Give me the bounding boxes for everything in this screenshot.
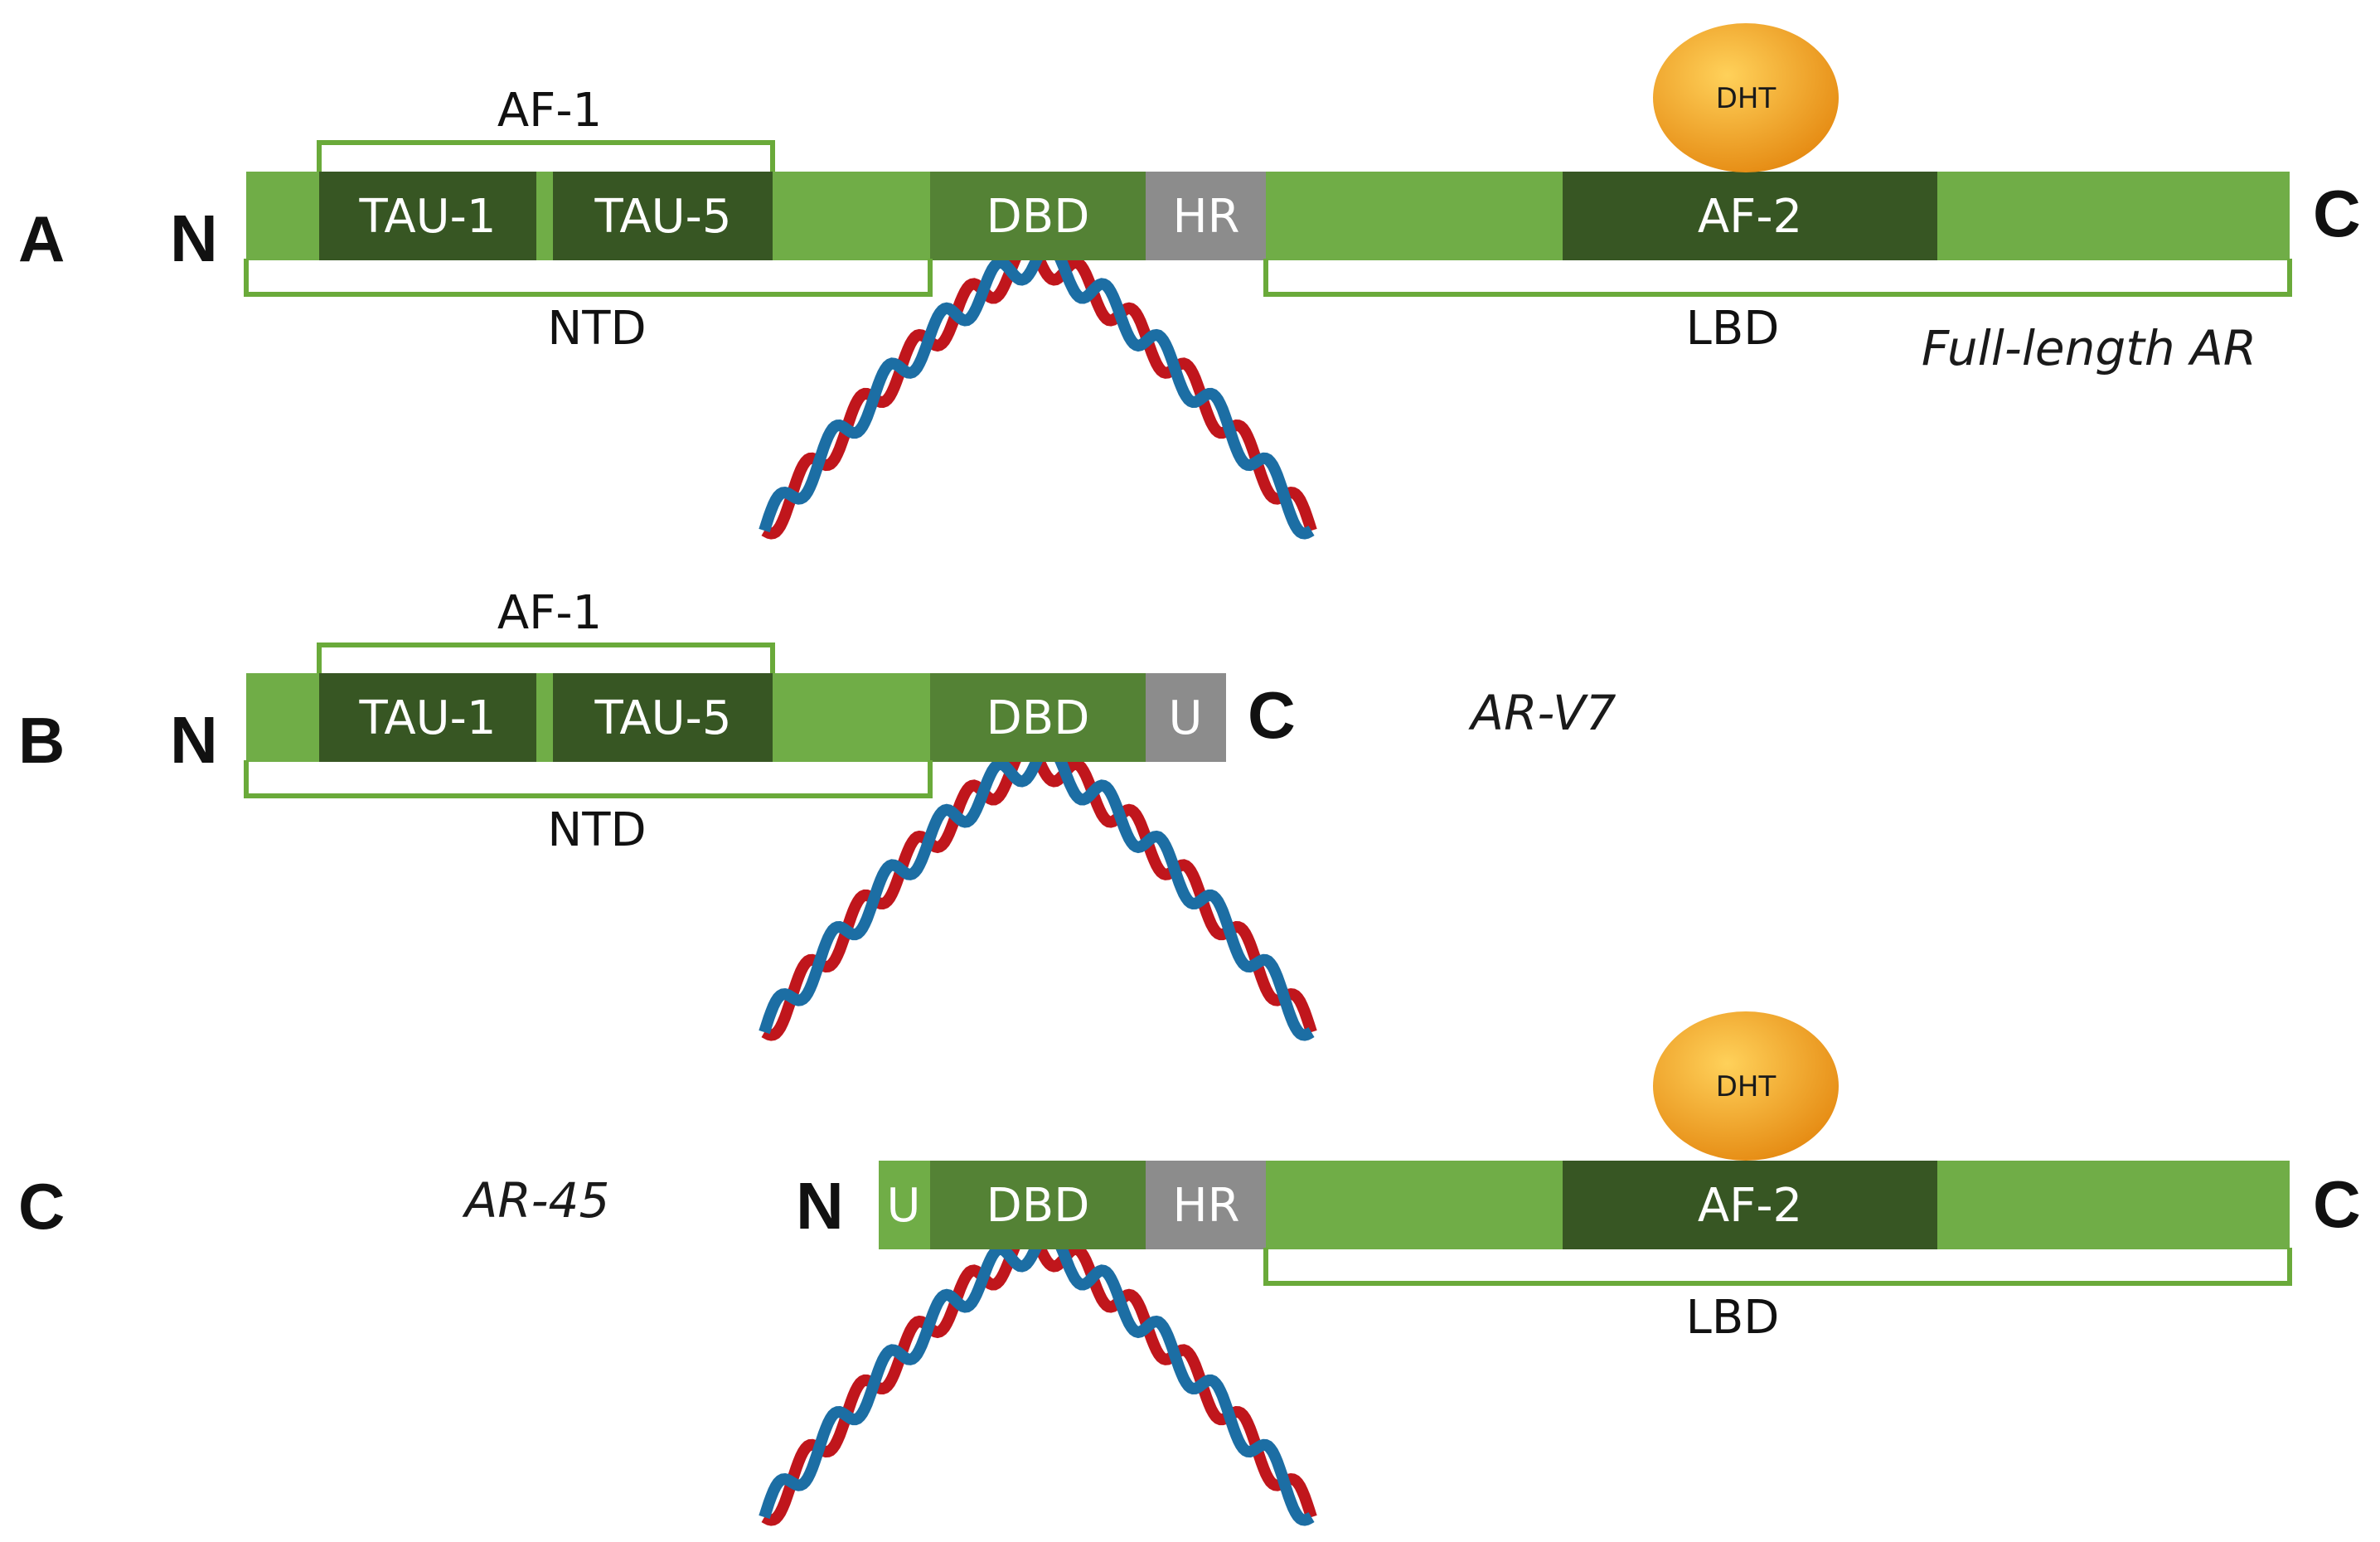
n-terminus-label: N xyxy=(170,703,218,777)
hr-domain xyxy=(1146,172,1266,260)
tau1-label: TAU-1 xyxy=(359,190,497,244)
variant-name: AR-V7 xyxy=(1467,685,1616,741)
dna-helix xyxy=(759,740,1317,1041)
tau5-domain xyxy=(553,172,773,260)
panel-a: A N AF-1 TAU-1 TAU-5 DBD HR AF-2 NTD LBD… xyxy=(18,23,2361,540)
tau5-label: TAU-5 xyxy=(594,691,732,745)
protein-bar xyxy=(246,172,2290,260)
n-terminus-label: N xyxy=(170,201,218,275)
af1-label: AF-1 xyxy=(497,586,602,640)
af1-label: AF-1 xyxy=(497,84,602,138)
panel-letter: C xyxy=(18,1170,65,1243)
tau1-domain xyxy=(319,673,536,762)
ntd-label: NTD xyxy=(547,302,646,356)
af1-bracket xyxy=(317,642,775,676)
ntd-bracket xyxy=(244,760,933,798)
ntd-label: NTD xyxy=(547,803,646,857)
tau5-domain xyxy=(553,673,773,762)
dna-helix xyxy=(759,1225,1317,1526)
dna-helix xyxy=(759,239,1317,540)
dbd-domain xyxy=(930,1161,1146,1249)
panel-letter: A xyxy=(18,202,65,275)
n-terminus-label: N xyxy=(796,1169,844,1243)
u-label: U xyxy=(887,1179,921,1233)
tau5-label: TAU-5 xyxy=(594,190,732,244)
dna-strand-red xyxy=(761,1225,1317,1526)
dht-ligand xyxy=(1653,23,1839,172)
dbd-label: DBD xyxy=(986,190,1090,244)
dht-label: DHT xyxy=(1716,82,1777,115)
dna-strand-blue xyxy=(759,239,1315,540)
panel-b: B N AF-1 TAU-1 TAU-5 DBD U NTD C AR-V7 xyxy=(18,586,1617,1041)
tau1-label: TAU-1 xyxy=(359,691,497,745)
hr-label: HR xyxy=(1172,1179,1239,1233)
lbd-label: LBD xyxy=(1686,302,1780,356)
u-segment xyxy=(1146,673,1226,762)
hr-domain xyxy=(1146,1161,1266,1249)
dht-ligand xyxy=(1653,1011,1839,1161)
variant-name: Full-length AR xyxy=(1922,320,2256,376)
dna-strand-red xyxy=(761,740,1317,1041)
hr-label: HR xyxy=(1172,190,1239,244)
panel-letter: B xyxy=(18,704,65,777)
af1-bracket xyxy=(317,140,775,174)
dna-strand-red xyxy=(761,239,1317,540)
dht-label: DHT xyxy=(1716,1070,1777,1103)
u-label: U xyxy=(1169,691,1203,745)
c-terminus-label: C xyxy=(2313,177,2361,250)
dbd-label: DBD xyxy=(986,1179,1090,1233)
lbd-label: LBD xyxy=(1686,1291,1780,1345)
panel-c: C AR-45 N U DBD HR AF-2 LBD DHT C xyxy=(18,1011,2361,1526)
lbd-bracket xyxy=(1263,259,2292,297)
af2-label: AF-2 xyxy=(1698,190,1802,244)
c-terminus-label: C xyxy=(2313,1167,2361,1241)
dna-strand-blue xyxy=(759,1225,1315,1526)
tau1-domain xyxy=(319,172,536,260)
af2-label: AF-2 xyxy=(1698,1179,1802,1233)
ntd-bracket xyxy=(244,259,933,297)
dbd-domain xyxy=(930,172,1146,260)
dbd-label: DBD xyxy=(986,691,1090,745)
dbd-domain xyxy=(930,673,1146,762)
dna-strand-blue xyxy=(759,740,1315,1041)
af2-domain xyxy=(1563,1161,1937,1249)
af2-domain xyxy=(1563,172,1937,260)
c-terminus-label: C xyxy=(1248,678,1296,752)
lbd-bracket xyxy=(1263,1248,2292,1286)
variant-name: AR-45 xyxy=(462,1172,610,1229)
